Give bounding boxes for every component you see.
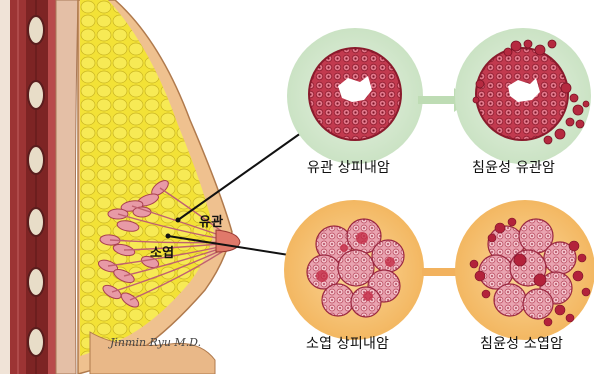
label-ductal-carcinoma-in-situ: 유관 상피내암 xyxy=(307,157,390,177)
lobule-marker-dot xyxy=(166,234,171,239)
lobule-panel xyxy=(284,200,594,340)
label-invasive-ductal-carcinoma: 침윤성 유관암 xyxy=(472,157,555,177)
label-duct: 유관 xyxy=(199,211,223,230)
muscle-band-3 xyxy=(48,0,56,374)
breast-cross-section xyxy=(0,0,240,374)
label-lobular-carcinoma-in-situ: 소엽 상피내암 xyxy=(306,333,389,353)
duct-marker-dot xyxy=(176,218,181,223)
duct-panel xyxy=(287,28,591,164)
artist-signature: Jinmin Ryu M.D. xyxy=(110,336,201,349)
label-lobule: 소엽 xyxy=(150,242,174,261)
muscle-band-2 xyxy=(26,0,48,374)
nipple xyxy=(216,230,240,252)
label-invasive-lobular-carcinoma: 침윤성 소엽암 xyxy=(480,333,563,353)
fascia-layer xyxy=(56,0,78,374)
